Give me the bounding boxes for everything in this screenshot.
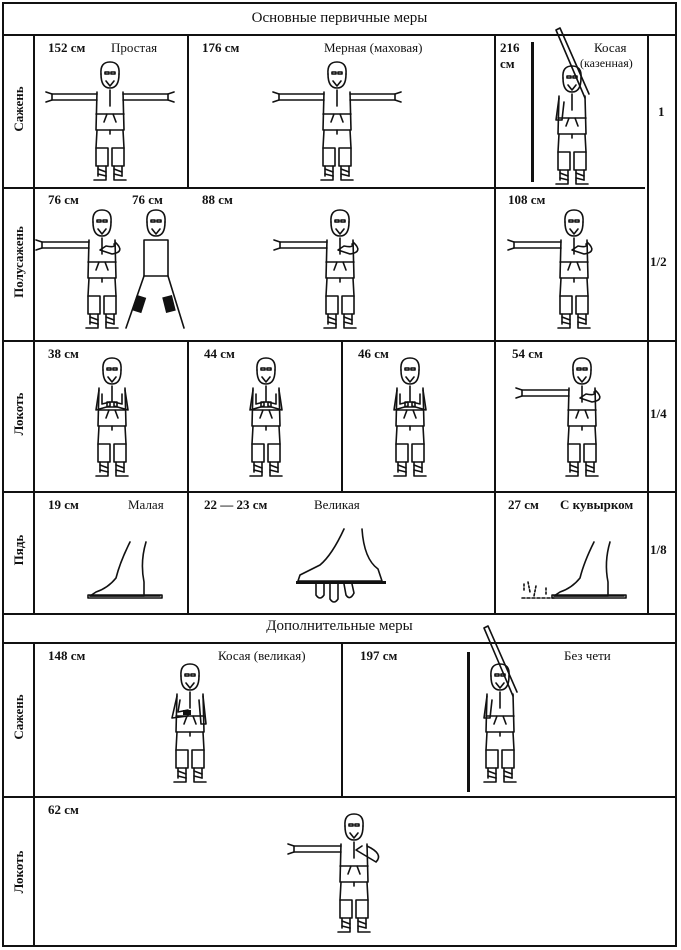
man-arms-folded-figure (266, 360, 267, 361)
man-arms-folded-figure (410, 360, 411, 361)
cell-pyad-2-name: Великая (314, 497, 360, 512)
cell-pyad-2-value: 22 — 23 см (204, 497, 268, 512)
row-label-lokot: Локоть (11, 392, 26, 436)
cell-pyad-1-name: Малая (128, 497, 164, 512)
cell-kosaya-unit: см (500, 56, 515, 71)
cell-mernaya-value: 176 см (202, 40, 240, 55)
hand-span-figure (87, 541, 163, 599)
man-arm-raised-figure (500, 666, 501, 667)
man-one-arm-out-figure (102, 212, 103, 213)
cell-lokot-2-value: 44 см (204, 346, 235, 361)
man-arm-bent-figure (171, 663, 207, 783)
row-label-pyad: Пядь (11, 534, 26, 566)
cell-pyad-3-name: С кувырком (560, 497, 634, 512)
cell-polusazhen-1-value: 76 см (48, 192, 79, 207)
cell-mernaya-name: Мерная (маховая) (324, 40, 423, 55)
walking-man-figure (125, 209, 185, 329)
row-label-sazhen: Сажень (11, 86, 26, 132)
cell-extra-sazhen-2-value: 197 см (360, 648, 398, 663)
cell-kosaya-name: Косая (594, 40, 627, 55)
row-label-extra-sazhen: Сажень (11, 694, 26, 740)
cell-lokot-4-value: 54 см (512, 346, 543, 361)
cell-polusazhen-1-value-2: 76 см (132, 192, 163, 207)
cell-extra-sazhen-2-name: Без чети (564, 648, 611, 663)
cell-extra-sazhen-1-value: 148 см (48, 648, 86, 663)
man-arm-raised-figure (572, 68, 573, 69)
cell-prostaya-name: Простая (111, 40, 158, 55)
row-label-extra-lokot: Локоть (11, 850, 26, 894)
cell-polusazhen-3-value: 108 см (508, 192, 546, 207)
cell-pyad-1-value: 19 см (48, 497, 79, 512)
cell-kosaya-value: 216 (500, 40, 520, 55)
cell-lokot-3-value: 46 см (358, 346, 389, 361)
man-one-arm-out-figure (582, 360, 583, 361)
cell-pyad-3-value: 27 см (508, 497, 539, 512)
cell-lokot-1-value: 38 см (48, 346, 79, 361)
man-arms-outstretched-figure (337, 64, 338, 65)
extra-measures-title: Дополнительные меры (266, 618, 413, 634)
main-measures-title: Основные первичные меры (251, 10, 428, 26)
fraction-half: 1/2 (650, 254, 667, 269)
man-elbow-figure (287, 813, 380, 933)
man-one-arm-out-figure (574, 212, 575, 213)
row-label-polusazhen: Полусажень (11, 226, 26, 298)
cell-extra-lokot-value: 62 см (48, 802, 79, 817)
cell-prostaya-value: 152 см (48, 40, 86, 55)
man-arms-folded-figure (112, 360, 113, 361)
hand-span-flip-figure (521, 541, 627, 599)
wide-hand-span-figure (296, 528, 386, 603)
cell-polusazhen-2-value: 88 см (202, 192, 233, 207)
fraction-1: 1 (658, 104, 665, 119)
cell-kosaya-name-2: (казенная) (580, 56, 633, 70)
fraction-quarter: 1/4 (650, 406, 667, 421)
man-arms-outstretched-figure (110, 64, 111, 65)
fraction-eighth: 1/8 (650, 542, 667, 557)
man-one-arm-out-figure (340, 212, 341, 213)
cell-extra-sazhen-1-name: Косая (великая) (218, 648, 306, 663)
